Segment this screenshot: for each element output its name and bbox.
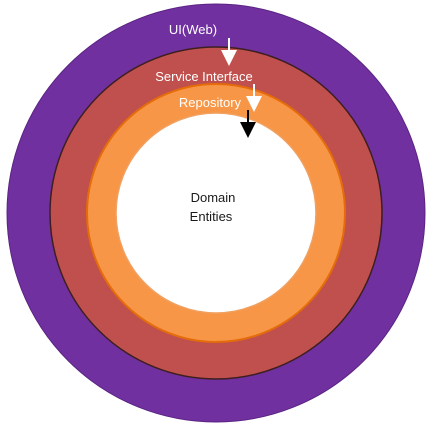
service-interface-label: Service Interface [155, 69, 253, 84]
domain-label: Domain [191, 190, 236, 205]
entities-label: Entities [190, 209, 233, 224]
ui-web-label: UI(Web) [169, 22, 217, 37]
domain-entities-core [115, 112, 317, 314]
repository-label: Repository [179, 95, 242, 110]
